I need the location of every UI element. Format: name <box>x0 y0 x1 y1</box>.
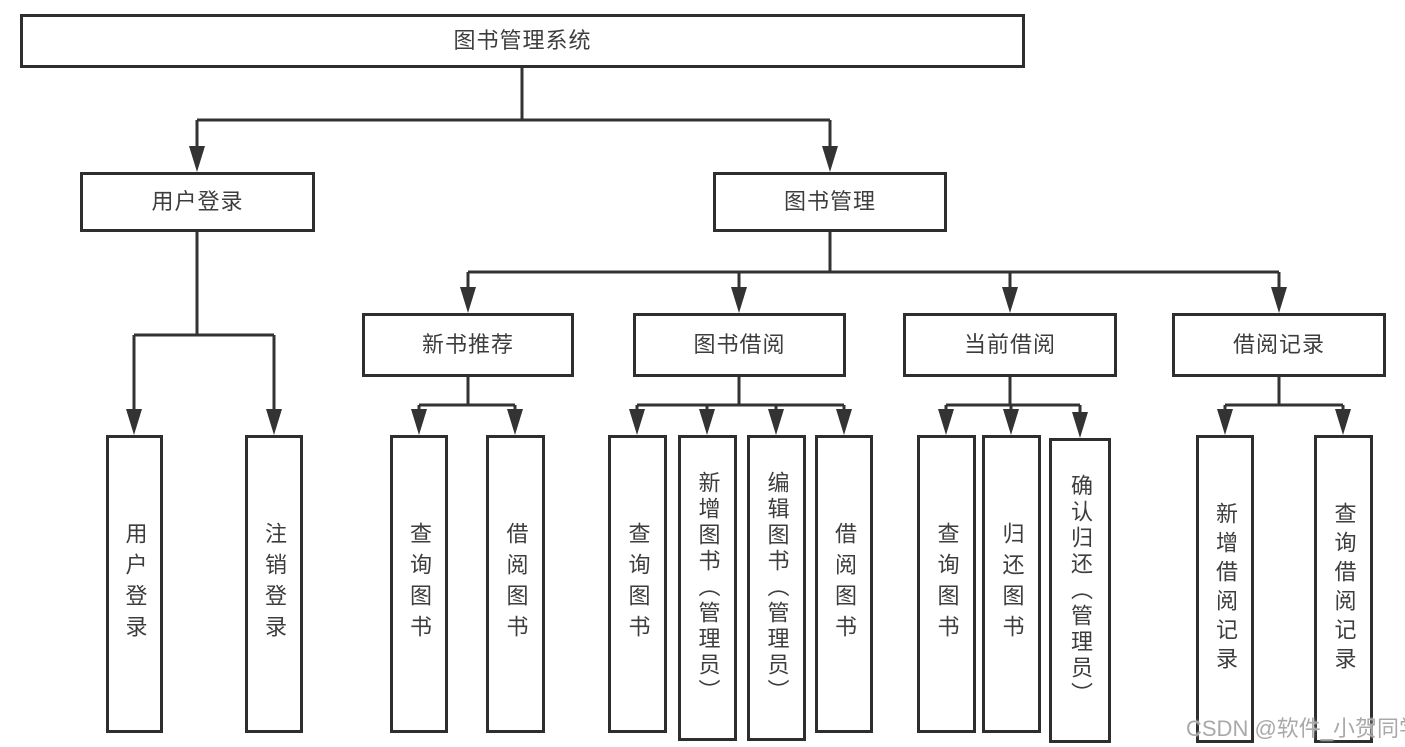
node-current-borrowing-label: 当前借阅 <box>963 332 1056 357</box>
leaf-add-borrow-record: 新增借阅记录 <box>1196 435 1254 743</box>
node-book-management-label: 图书管理 <box>783 189 876 214</box>
node-book-borrowing: 图书借阅 <box>633 313 846 377</box>
leaf-borrow-books-recommend: 借阅图书 <box>486 435 545 733</box>
leaf-borrow-books-borrowing-label: 借阅图书 <box>832 522 857 646</box>
leaf-query-borrow-record-label: 查询借阅记录 <box>1331 502 1357 676</box>
leaf-query-borrow-record: 查询借阅记录 <box>1314 435 1373 743</box>
leaf-user-login: 用户登录 <box>106 435 163 733</box>
node-borrowing-records-label: 借阅记录 <box>1232 332 1325 357</box>
node-library-system-label: 图书管理系统 <box>453 28 592 53</box>
node-user-login: 用户登录 <box>80 172 315 232</box>
node-new-book-recommendation: 新书推荐 <box>362 313 574 377</box>
leaf-confirm-return-admin-label: 确认归还（管理员） <box>1068 473 1093 708</box>
leaf-add-borrow-record-label: 新增借阅记录 <box>1213 502 1238 676</box>
leaf-query-books-recommend-label: 查询图书 <box>407 522 432 646</box>
node-library-system: 图书管理系统 <box>20 14 1025 68</box>
leaf-confirm-return-admin: 确认归还（管理员） <box>1049 438 1111 743</box>
leaf-add-books-admin: 新增图书（管理员） <box>678 435 737 741</box>
csdn-watermark: CSDN @软件_小贺同学 <box>1186 716 1405 741</box>
leaf-query-books-current-label: 查询图书 <box>934 522 960 646</box>
leaf-query-books-current: 查询图书 <box>917 435 976 733</box>
node-new-book-recommendation-label: 新书推荐 <box>421 332 514 357</box>
node-borrowing-records: 借阅记录 <box>1172 313 1386 377</box>
leaf-add-books-admin-label: 新增图书（管理员） <box>695 471 721 705</box>
leaf-return-books-label: 归还图书 <box>999 522 1025 646</box>
leaf-edit-books-admin-label: 编辑图书（管理员） <box>764 471 790 705</box>
leaf-query-books-borrowing: 查询图书 <box>608 435 667 733</box>
leaf-borrow-books-recommend-label: 借阅图书 <box>503 522 529 646</box>
leaf-borrow-books-borrowing: 借阅图书 <box>815 435 873 733</box>
leaf-query-books-borrowing-label: 查询图书 <box>625 522 651 646</box>
leaf-return-books: 归还图书 <box>982 435 1041 733</box>
leaf-user-login-label: 用户登录 <box>122 522 148 646</box>
leaf-logout-label: 注销登录 <box>262 522 287 646</box>
node-user-login-label: 用户登录 <box>151 189 244 214</box>
leaf-query-books-recommend: 查询图书 <box>390 435 448 733</box>
node-current-borrowing: 当前借阅 <box>903 313 1117 377</box>
leaf-logout: 注销登录 <box>245 435 303 733</box>
node-book-borrowing-label: 图书借阅 <box>693 332 786 357</box>
leaf-edit-books-admin: 编辑图书（管理员） <box>747 435 806 741</box>
node-book-management: 图书管理 <box>713 172 947 232</box>
